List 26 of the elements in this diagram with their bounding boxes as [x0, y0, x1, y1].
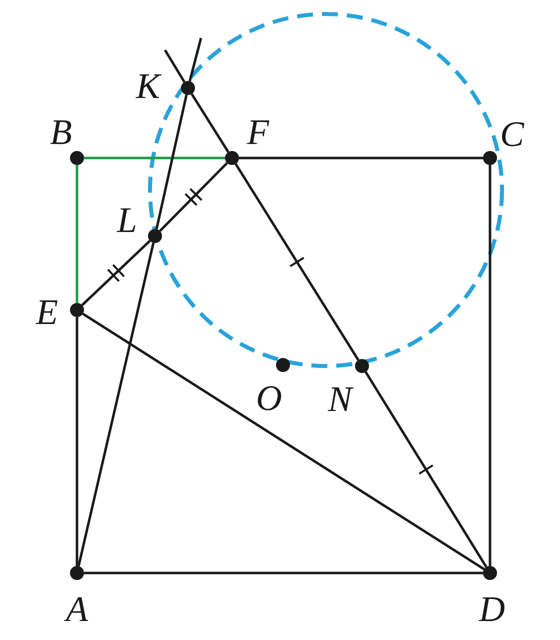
line-segment — [77, 242, 155, 566]
point-label: O — [256, 380, 282, 416]
point-label: B — [50, 114, 72, 150]
point-label: N — [328, 381, 352, 417]
line-segment — [188, 38, 202, 82]
point-label: E — [36, 294, 58, 330]
line-segment — [239, 156, 483, 160]
line-segment — [488, 165, 492, 566]
line-segment — [155, 94, 188, 230]
line-segment — [364, 371, 488, 568]
point-label: K — [136, 68, 160, 104]
line-segment — [190, 93, 230, 153]
line-segment — [81, 240, 151, 306]
point-label: F — [247, 114, 269, 150]
line-segment — [76, 317, 78, 566]
line-segment — [84, 156, 225, 160]
line-segment — [82, 312, 485, 570]
line-segment — [84, 572, 483, 574]
point-label: A — [66, 591, 88, 627]
line-segment — [164, 49, 186, 83]
line-segment — [76, 165, 78, 303]
line-segment — [159, 162, 228, 232]
point-label: L — [117, 202, 138, 238]
line-segment — [234, 163, 360, 361]
point-label: D — [479, 591, 505, 627]
point-label: C — [500, 116, 524, 152]
